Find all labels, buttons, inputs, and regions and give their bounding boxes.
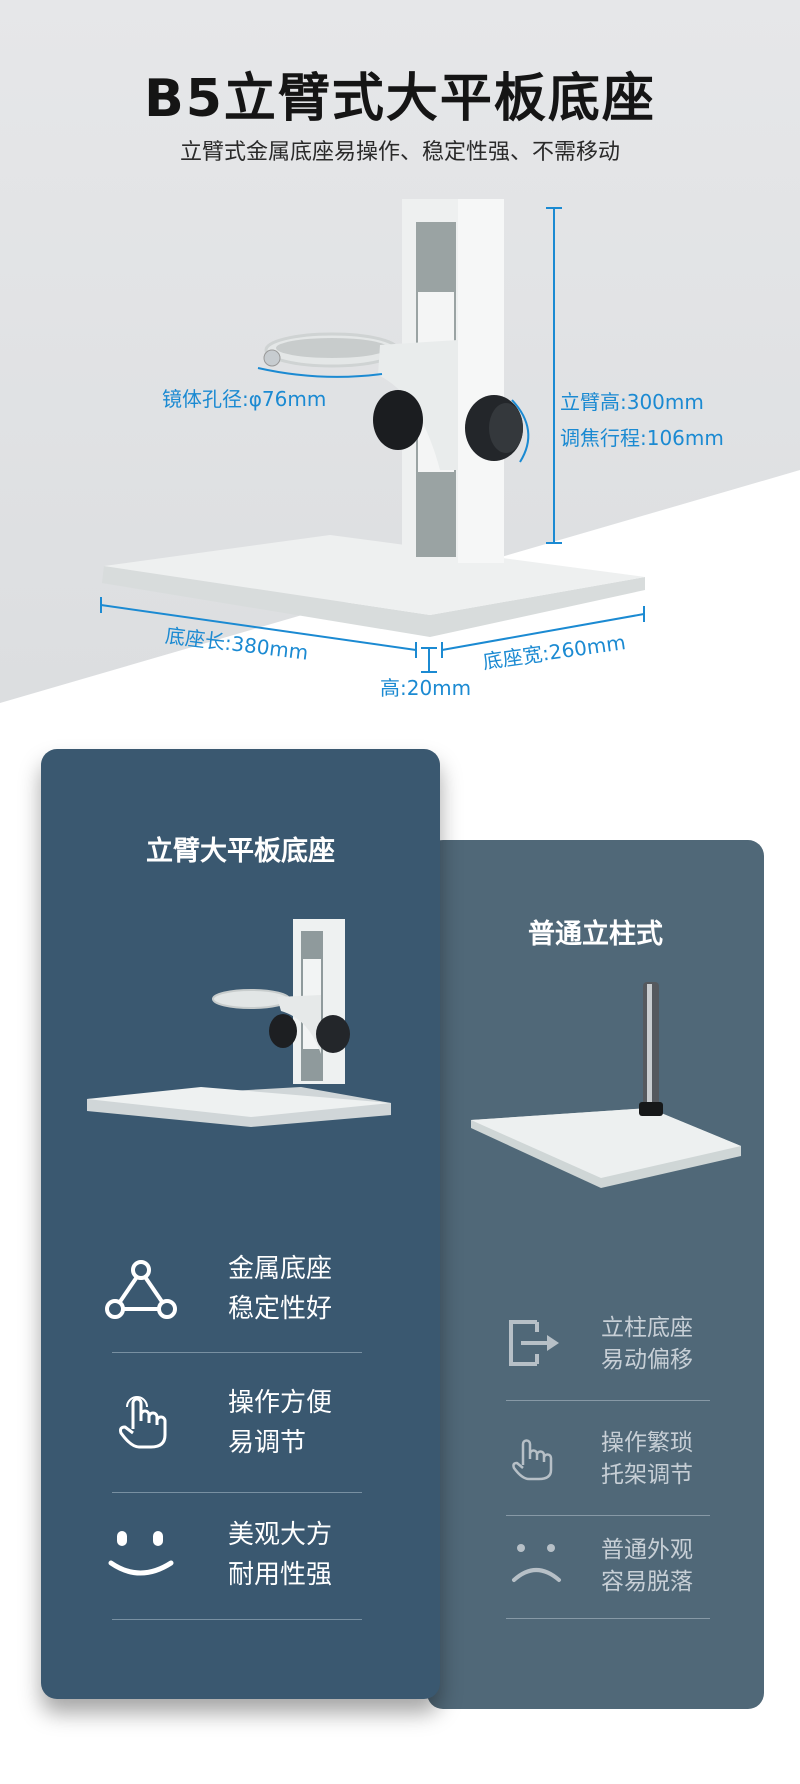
hand-pointer-icon [512, 1439, 553, 1481]
column-stand-card: 普通立柱式 立柱底座 易动偏移 操作繁琐 托架调节 普通外观 容易脱落 [427, 840, 764, 1709]
focus-travel-label: 调焦行程:106mm [560, 426, 724, 450]
arm-height-label: 立臂高:300mm [560, 390, 704, 414]
arm-stand-card: 立臂大平板底座 金属底座 稳定性好 操作方便 易调节 美观大方 [41, 749, 440, 1699]
feature-text-1: 操作方便 [228, 1388, 333, 1418]
dimension-lines [100, 207, 645, 673]
feature-text-2: 稳定性好 [228, 1294, 333, 1324]
exit-arrow-icon [509, 1320, 559, 1366]
stand-product-image [102, 199, 645, 637]
column-stand-image [471, 982, 741, 1188]
card-title: 普通立柱式 [528, 919, 663, 950]
feature-text-2: 易调节 [228, 1428, 307, 1458]
sad-face-icon [512, 1544, 561, 1582]
divider [506, 1515, 710, 1516]
divider [112, 1619, 362, 1620]
divider [112, 1492, 362, 1493]
smile-face-icon [108, 1531, 174, 1576]
hand-pointer-icon [119, 1396, 167, 1449]
feature-text-2: 托架调节 [601, 1462, 693, 1488]
feature-text-2: 耐用性强 [228, 1560, 333, 1590]
page-subtitle: 立臂式金属底座易操作、稳定性强、不需移动 [179, 140, 620, 165]
feature-text-1: 普通外观 [601, 1537, 693, 1563]
triangle-nodes-icon [105, 1260, 177, 1319]
base-height-label: 高:20mm [380, 676, 472, 700]
page-title: B5立臂式大平板底座 [144, 69, 656, 129]
lens-hole-label: 镜体孔径:φ76mm [162, 387, 327, 411]
divider [506, 1400, 710, 1401]
feature-text-1: 操作繁琐 [601, 1430, 693, 1456]
feature-text-1: 美观大方 [228, 1520, 333, 1550]
card-title: 立臂大平板底座 [146, 836, 335, 867]
feature-text-2: 易动偏移 [601, 1347, 693, 1373]
arm-stand-image [87, 919, 391, 1127]
divider [506, 1618, 710, 1619]
feature-text-1: 金属底座 [228, 1254, 333, 1284]
hero-section: B5立臂式大平板底座 立臂式金属底座易操作、稳定性强、不需移动 [0, 0, 800, 703]
feature-text-2: 容易脱落 [601, 1569, 693, 1595]
feature-text-1: 立柱底座 [601, 1315, 693, 1341]
divider [112, 1352, 362, 1353]
